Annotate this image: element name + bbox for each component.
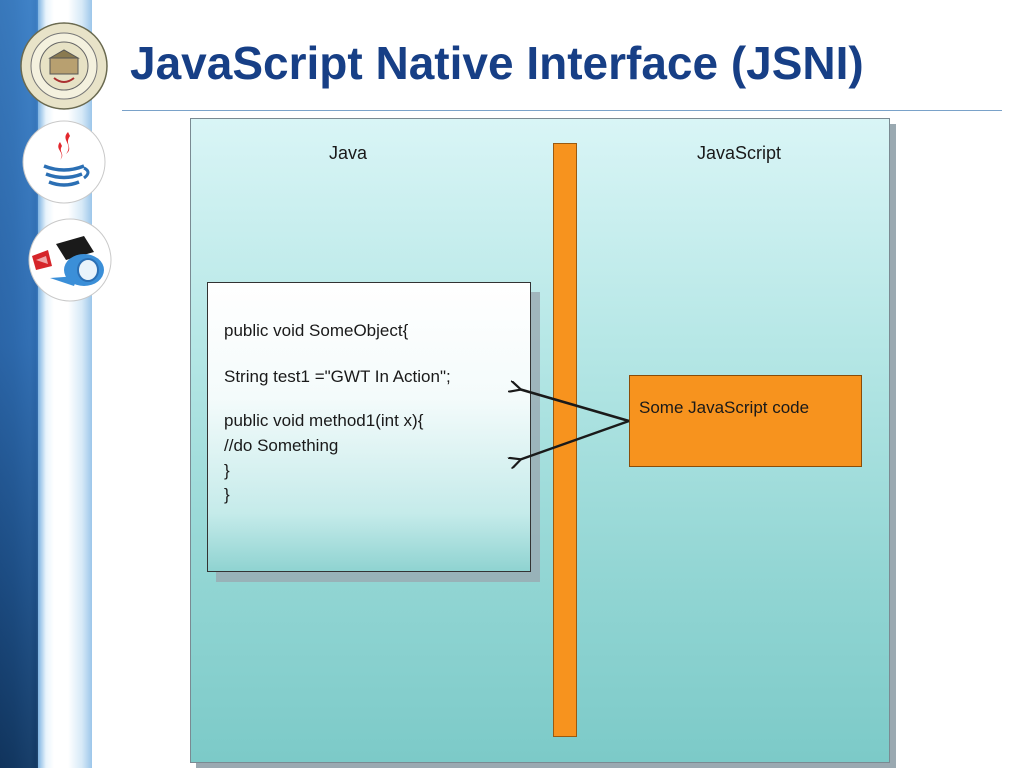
java-code-line: //do Something (224, 436, 339, 455)
jsni-diagram: Java JavaScript public void SomeObject{ … (190, 118, 890, 763)
java-code-line: String test1 ="GWT In Action"; (224, 367, 451, 386)
gwt-logo-icon (28, 218, 112, 302)
java-code-line: public void method1(int x){ (224, 411, 424, 430)
side-bar-light-stripe (38, 0, 92, 768)
java-column-label: Java (329, 143, 368, 163)
javascript-code-text: Some JavaScript code (639, 398, 810, 417)
language-divider-bar (553, 143, 577, 737)
university-seal-icon (20, 22, 108, 110)
javascript-column-label: JavaScript (697, 143, 782, 163)
side-bar-dark-stripe (0, 0, 38, 768)
java-code-box: public void SomeObject{ String test1 ="G… (207, 282, 531, 572)
slide-title: JavaScript Native Interface (JSNI) (130, 37, 864, 89)
java-code-line: } (224, 461, 230, 480)
java-code-line: } (224, 485, 230, 504)
javascript-code-box: Some JavaScript code (629, 375, 862, 467)
title-rule (122, 110, 1002, 111)
java-code-line: public void SomeObject{ (224, 321, 409, 340)
side-bar (0, 0, 92, 768)
java-logo-icon (22, 120, 106, 204)
